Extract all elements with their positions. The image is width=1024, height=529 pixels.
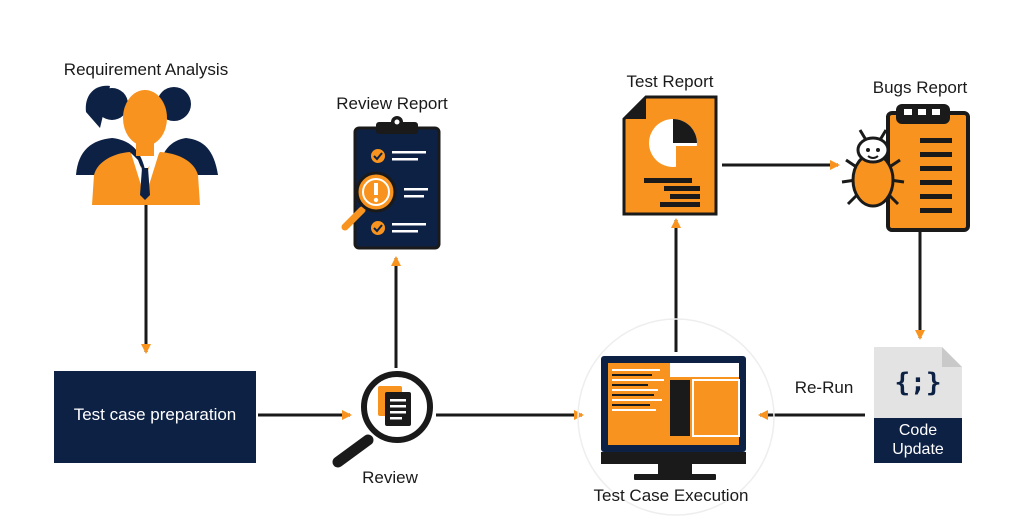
requirement-analysis-label: Requirement Analysis xyxy=(63,60,229,79)
code-update-line1: Code xyxy=(898,422,938,439)
clipboard-check-icon xyxy=(341,116,441,250)
bug-clipboard-icon xyxy=(841,104,970,232)
monitor-icon xyxy=(577,318,775,516)
code-file-icon xyxy=(874,347,962,463)
review-report-label: Review Report xyxy=(336,94,448,113)
code-update-line2: Update xyxy=(892,441,944,458)
review-label: Review xyxy=(362,468,418,487)
rerun-label: Re-Run xyxy=(794,378,854,397)
magnifier-document-icon xyxy=(332,371,433,468)
test-case-preparation-label: Test case preparation xyxy=(73,405,237,424)
test-report-label: Test Report xyxy=(626,72,714,91)
report-chart-icon xyxy=(622,95,718,216)
test-case-preparation-box xyxy=(54,371,256,463)
code-symbol: {;} xyxy=(894,368,942,398)
connectors xyxy=(141,160,925,420)
people-icon xyxy=(76,85,218,205)
bugs-report-label: Bugs Report xyxy=(872,78,968,97)
test-case-execution-label: Test Case Execution xyxy=(593,486,749,505)
